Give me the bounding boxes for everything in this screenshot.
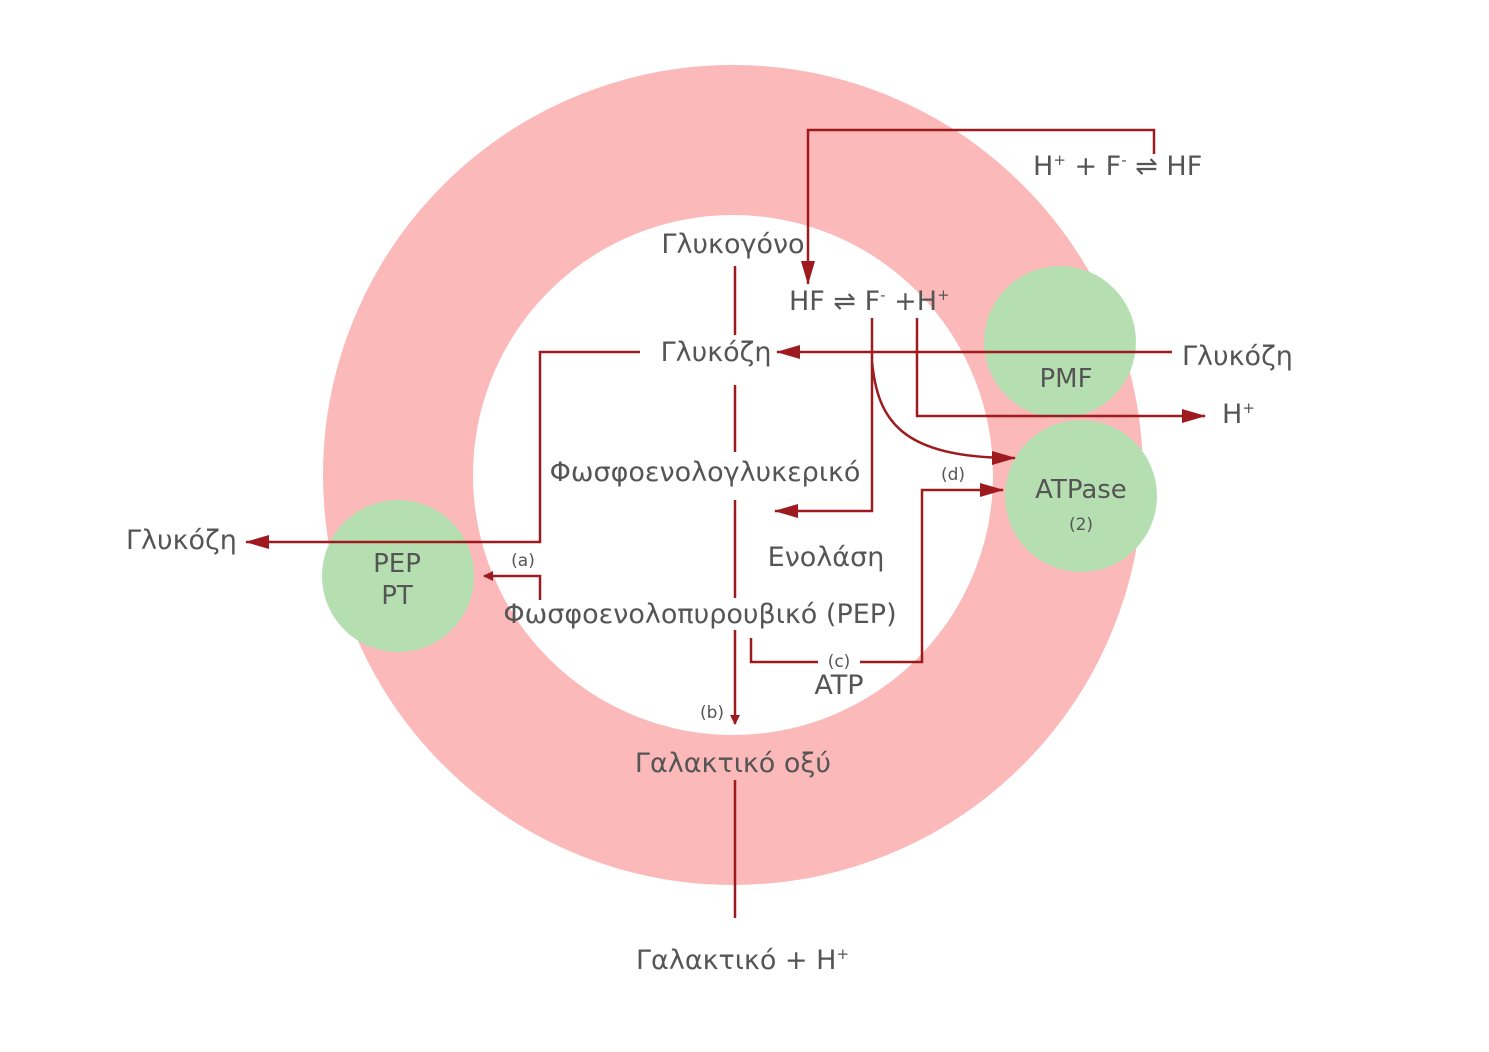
pep-pt-transporter bbox=[322, 500, 474, 652]
phosphoglycerate-label: Φωσφοενολογλυκερικό bbox=[550, 457, 861, 488]
pep-label: Φωσφοενολοπυρουβικό (PEP) bbox=[503, 599, 896, 630]
fluoride-enolase-arrow bbox=[774, 318, 874, 518]
marker-b: (b) bbox=[700, 703, 724, 723]
pep-ptransport-arrow bbox=[483, 571, 542, 600]
glucose-outside-left-label: Γλυκόζη bbox=[126, 525, 237, 556]
marker-a: (a) bbox=[511, 551, 535, 571]
extracellular-equilibrium: H+ + F- ⇌ HF bbox=[1033, 151, 1202, 182]
proton-out-label: H+ bbox=[1222, 399, 1255, 430]
glycogen-label: Γλυκογόνο bbox=[661, 229, 804, 260]
fluoride-atpase-arrow bbox=[870, 361, 1016, 465]
atpase-sub-label: (2) bbox=[1069, 515, 1093, 535]
lactate-label: Γαλακτικό + H+ bbox=[636, 945, 849, 976]
glucose-outside-right-label: Γλυκόζη bbox=[1182, 341, 1293, 372]
atp-path-left bbox=[749, 638, 818, 664]
atp-atpase-arrow bbox=[860, 483, 1004, 664]
lactic-acid-label: Γαλακτικό οξύ bbox=[635, 748, 831, 779]
enolase-label: Ενολάση bbox=[768, 542, 885, 573]
atpase-label: ATPase bbox=[1035, 475, 1127, 505]
intracellular-equilibrium: HF ⇌ F- +H+ bbox=[789, 286, 950, 317]
atp-label: ATP bbox=[814, 670, 863, 701]
marker-c: (c) bbox=[828, 652, 851, 672]
pep-pt-label-line1: PEP bbox=[373, 549, 421, 579]
hf-entry-arrow bbox=[801, 128, 1156, 285]
glucose-inside-label: Γλυκόζη bbox=[661, 337, 772, 368]
pmf-transporter bbox=[984, 266, 1136, 418]
pep-pt-label-line2: PT bbox=[381, 581, 413, 611]
marker-d: (d) bbox=[941, 465, 965, 485]
proton-export-arrow bbox=[915, 318, 1206, 423]
glucose-export-arrow bbox=[245, 350, 640, 549]
atpase-transporter bbox=[1005, 420, 1157, 572]
pmf-label: PMF bbox=[1039, 364, 1092, 394]
